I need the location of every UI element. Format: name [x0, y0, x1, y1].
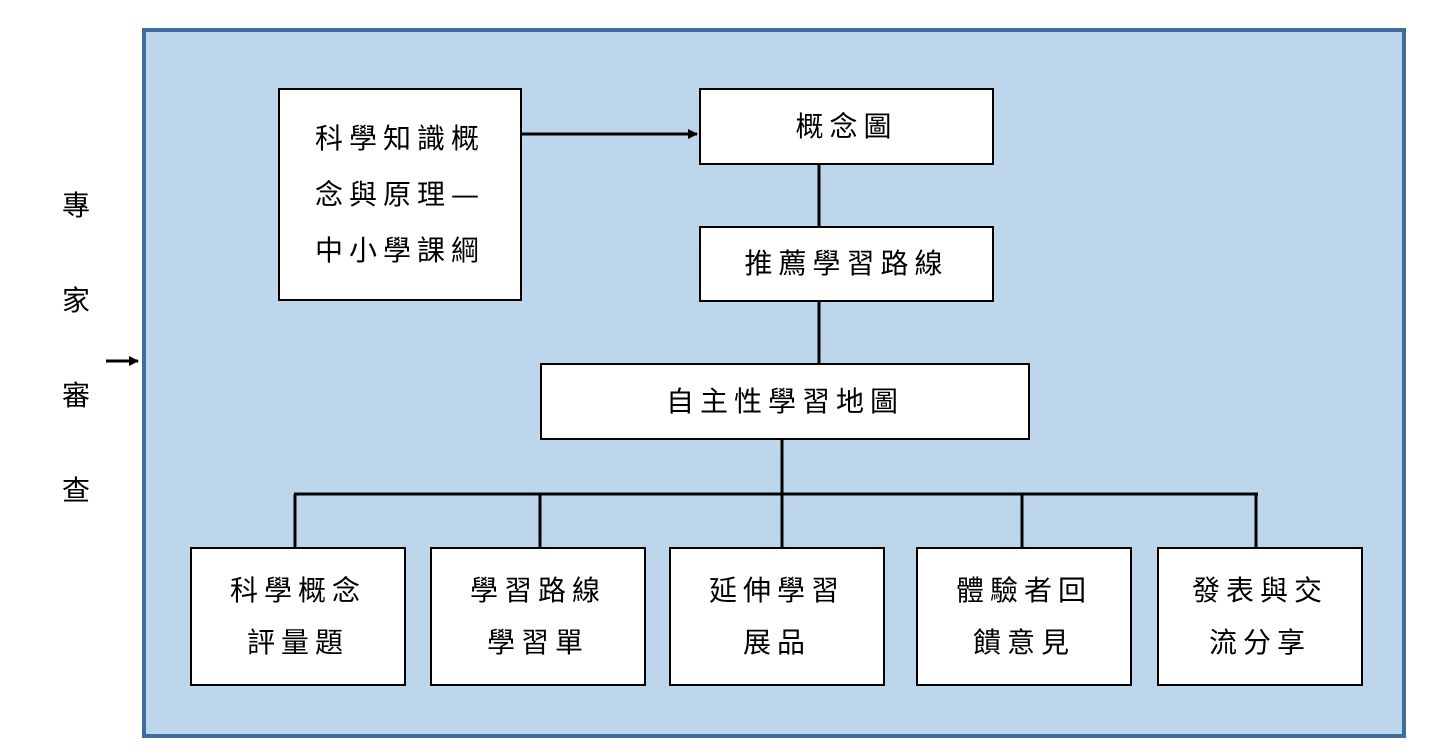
box-text-line: 延伸學習 — [708, 573, 845, 607]
box-text-line: 評量題 — [246, 625, 349, 659]
expert-review-char: 專 — [61, 189, 90, 222]
box-text-line: 展品 — [742, 625, 811, 659]
concept-map-box: 概念圖 — [699, 88, 994, 165]
self-directed-learning-map-box: 自主性學習地圖 — [540, 363, 1030, 440]
box-text-line: 中小學課綱 — [314, 233, 485, 267]
expert-review-char: 家 — [61, 284, 90, 317]
learning-path-worksheet-box: 學習路線 學習單 — [430, 547, 646, 686]
box-text-line: 科學知識概 — [314, 121, 485, 155]
box-text-line: 科學概念 — [229, 573, 366, 607]
expert-review-label: 專 家 審 查 — [60, 190, 92, 570]
presentation-sharing-box: 發表與交 流分享 — [1157, 547, 1363, 686]
science-concept-assessment-box: 科學概念 評量題 — [190, 547, 406, 686]
box-text-line: 推薦學習路線 — [744, 247, 949, 280]
box-text-line: 流分享 — [1208, 625, 1311, 659]
science-knowledge-box: 科學知識概 念與原理— 中小學課綱 — [278, 88, 522, 301]
box-text-line: 概念圖 — [795, 109, 898, 143]
box-text-line: 學習單 — [486, 625, 589, 659]
expert-review-char: 查 — [61, 474, 90, 507]
extended-learning-exhibit-box: 延伸學習 展品 — [669, 547, 885, 686]
box-text-line: 自主性學習地圖 — [665, 384, 904, 418]
box-text-line: 體驗者回 — [955, 573, 1092, 607]
box-text-line: 學習路線 — [469, 573, 606, 607]
box-text-line: 念與原理— — [314, 177, 485, 211]
expert-review-char: 審 — [61, 379, 90, 412]
box-text-line: 饋意見 — [972, 625, 1075, 659]
recommended-learning-path-box: 推薦學習路線 — [699, 226, 994, 302]
box-text-line: 發表與交 — [1191, 573, 1328, 607]
participant-feedback-box: 體驗者回 饋意見 — [916, 547, 1132, 686]
